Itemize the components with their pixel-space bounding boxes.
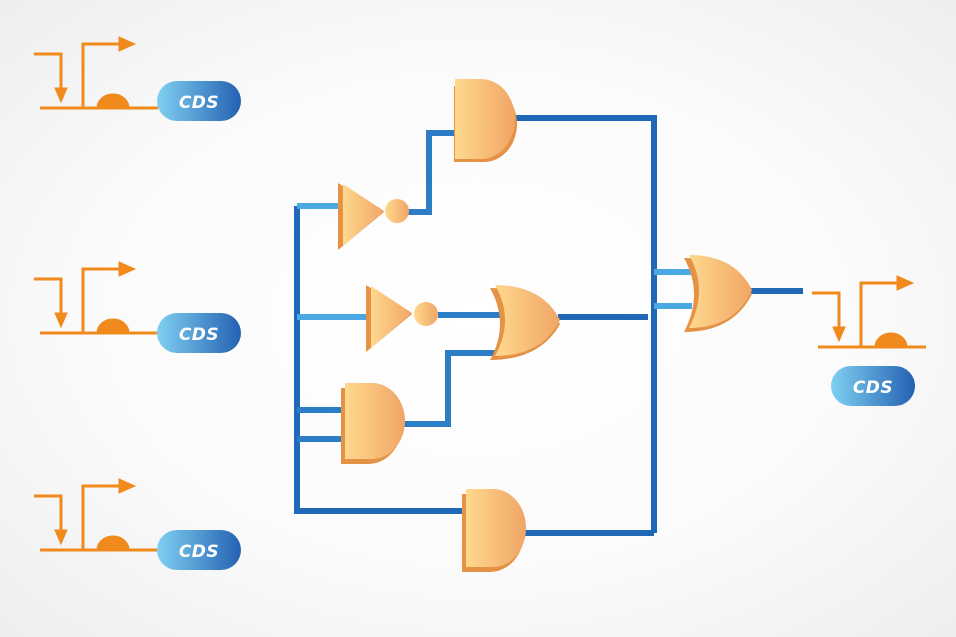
arrow-right-icon bbox=[118, 478, 137, 494]
sensor-symbols bbox=[34, 36, 926, 552]
sensor-dome-icon bbox=[96, 93, 130, 109]
cds-input-3-label: CDS bbox=[179, 542, 219, 562]
wire-vertical-bus bbox=[294, 206, 465, 514]
and-gate-lower bbox=[341, 383, 405, 464]
sensor-dome-icon bbox=[96, 535, 130, 551]
wire-and-lower-to-or bbox=[404, 350, 505, 427]
cds-input-3: CDS bbox=[157, 530, 241, 570]
arrow-right-icon bbox=[118, 36, 137, 52]
not-gate-top bbox=[338, 183, 409, 250]
cds-input-2: CDS bbox=[157, 313, 241, 353]
cds-input-2-label: CDS bbox=[179, 325, 219, 345]
cds-input-1-label: CDS bbox=[179, 93, 219, 113]
or-gate-middle bbox=[490, 285, 560, 360]
wires bbox=[247, 94, 803, 550]
not-gate-middle bbox=[366, 285, 438, 352]
cds-input-1: CDS bbox=[157, 81, 241, 121]
and-gate-top bbox=[454, 79, 517, 162]
arrow-down-icon bbox=[54, 312, 68, 329]
sensor-input-3 bbox=[34, 478, 158, 552]
sensor-output bbox=[812, 275, 926, 349]
arrow-down-icon bbox=[54, 529, 68, 546]
and-gate-bottom bbox=[462, 489, 526, 572]
sensor-dome-icon bbox=[96, 318, 130, 334]
sensor-dome-icon bbox=[874, 332, 908, 348]
wire-not-top-to-and-top bbox=[408, 130, 455, 215]
cds-output: CDS bbox=[831, 366, 915, 406]
cds-output-label: CDS bbox=[853, 378, 893, 398]
wire-and-top-out bbox=[512, 115, 657, 533]
or-gate-output bbox=[684, 255, 752, 332]
arrow-down-icon bbox=[832, 326, 846, 343]
sensor-input-2 bbox=[34, 261, 158, 335]
arrow-down-icon bbox=[54, 87, 68, 104]
sensor-input-1 bbox=[34, 36, 158, 110]
arrow-right-icon bbox=[118, 261, 137, 277]
arrow-right-icon bbox=[896, 275, 915, 291]
